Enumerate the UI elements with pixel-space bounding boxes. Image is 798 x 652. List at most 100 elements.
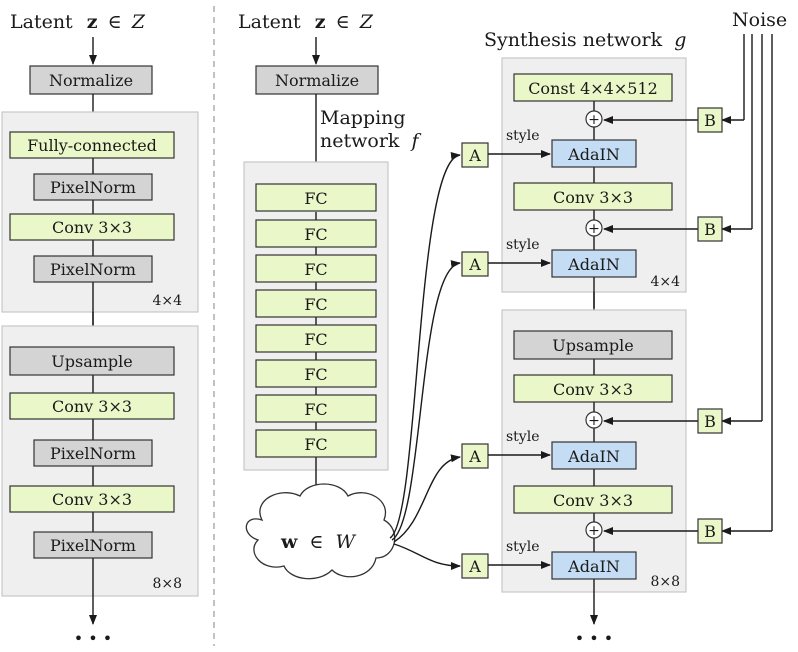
- mapping-label-line1: Mapping: [320, 107, 406, 129]
- synth-res-8x8: 8×8: [650, 574, 680, 590]
- left-pixelnorm-1-box: [33, 173, 153, 201]
- a-box-4: [461, 553, 489, 579]
- left-conv-1-box: [9, 213, 175, 241]
- w-to-a4-arrow: [393, 543, 461, 570]
- left-upsample-label: Upsample: [51, 352, 132, 371]
- style-label-4: style: [506, 539, 539, 555]
- a-label-3: A: [468, 447, 481, 466]
- w-to-a1-arrow: [389, 152, 461, 539]
- adain-4-box: [551, 551, 637, 580]
- fc-box: [255, 429, 377, 458]
- left-pixelnorm-4-box: [33, 531, 153, 559]
- w-to-a3-arrow: [393, 454, 461, 543]
- a-label-4: A: [468, 557, 481, 576]
- mapping-network: Latent z ∈ Z Normalize Mapping network f…: [238, 11, 421, 580]
- adain-1-box: [551, 139, 637, 168]
- a-box-2: [461, 251, 489, 277]
- a-box-3: [461, 443, 489, 469]
- w-label: w ∈ W: [280, 531, 357, 553]
- synthesis-title: Synthesis network g: [484, 29, 686, 51]
- adain-4-label: AdaIN: [567, 557, 620, 576]
- style-label-3: style: [506, 429, 539, 445]
- left-latent-label: Latent z ∈ Z: [10, 11, 146, 33]
- mapping-normalize-label: Normalize: [275, 71, 359, 90]
- left-pixelnorm-3-box: [33, 439, 153, 467]
- adain-1-label: AdaIN: [567, 145, 620, 164]
- synth-conv-2-label: Conv 3×3: [553, 380, 633, 399]
- b-label-2: B: [704, 220, 716, 239]
- left-res-4x4: 4×4: [152, 293, 182, 309]
- b-label-4: B: [704, 522, 716, 541]
- fc-stack: FC FC FC FC FC FC FC FC: [255, 183, 377, 458]
- w-to-style-connections: [389, 152, 461, 570]
- noise-add-3-symbol: +: [588, 413, 600, 429]
- fc-label: FC: [304, 189, 327, 208]
- left-pixelnorm-3-label: PixelNorm: [50, 444, 136, 463]
- left-pixelnorm-1-label: PixelNorm: [50, 178, 136, 197]
- left-normalize-box: [29, 65, 153, 95]
- left-conv-3-label: Conv 3×3: [52, 490, 132, 509]
- fc-label: FC: [304, 330, 327, 349]
- left-normalize-label: Normalize: [49, 71, 133, 90]
- left-fully-connected-label: Fully-connected: [27, 136, 157, 155]
- fc-label: FC: [304, 400, 327, 419]
- synth-conv-3-label: Conv 3×3: [553, 491, 633, 510]
- left-res-8x8: 8×8: [152, 576, 182, 592]
- a-box-1: [461, 142, 489, 168]
- synth-res-4x4: 4×4: [650, 274, 680, 290]
- noise-add-4-symbol: +: [588, 523, 600, 539]
- synth-conv-1-label: Conv 3×3: [553, 188, 633, 207]
- synth-conv-3-box: [513, 485, 673, 514]
- noise-add-2: [585, 219, 603, 237]
- left-pixelnorm-4-label: PixelNorm: [50, 536, 136, 555]
- const-box: [513, 73, 673, 102]
- synth-ellipsis: • • •: [575, 629, 613, 648]
- noise-add-1-symbol: +: [588, 112, 600, 128]
- adain-3-label: AdaIN: [567, 447, 620, 466]
- b-label-1: B: [704, 111, 716, 130]
- synth-upsample-box: [513, 330, 673, 360]
- style-label-2: style: [506, 237, 539, 253]
- noise-add-4: [585, 521, 603, 539]
- fc-label: FC: [304, 295, 327, 314]
- synth-conv-2-box: [513, 374, 673, 403]
- left-ellipsis: • • •: [74, 629, 112, 648]
- noise-label: Noise: [732, 9, 787, 31]
- adain-3-box: [551, 441, 637, 470]
- b-box-4: [697, 518, 723, 544]
- left-pixelnorm-2-box: [33, 255, 153, 283]
- a-label-1: A: [468, 146, 481, 165]
- noise-add-1: [585, 110, 603, 128]
- a-label-2: A: [468, 255, 481, 274]
- fc-box: [255, 324, 377, 353]
- fc-box: [255, 289, 377, 318]
- synthesis-network: Synthesis network g Noise Const 4×4×512 …: [461, 9, 787, 648]
- w-to-a2-arrow: [391, 260, 461, 541]
- b-box-3: [697, 408, 723, 434]
- left-pixelnorm-2-label: PixelNorm: [50, 260, 136, 279]
- const-label: Const 4×4×512: [528, 79, 658, 98]
- mapping-label-line2: network f: [320, 130, 421, 152]
- adain-2-label: AdaIN: [567, 255, 620, 274]
- noise-add-3: [585, 411, 603, 429]
- traditional-generator: Latent z ∈ Z Normalize Fully-connected P…: [1, 11, 199, 648]
- fc-box: [255, 183, 377, 212]
- mapping-normalize-box: [255, 65, 379, 95]
- noise-add-2-symbol: +: [588, 221, 600, 237]
- w-cloud: [245, 483, 396, 580]
- fc-label: FC: [304, 365, 327, 384]
- fc-box: [255, 359, 377, 388]
- fc-box: [255, 254, 377, 283]
- b-label-3: B: [704, 412, 716, 431]
- left-conv-3-box: [9, 485, 175, 513]
- left-conv-2-label: Conv 3×3: [52, 397, 132, 416]
- fc-label: FC: [304, 435, 327, 454]
- style-label-1: style: [506, 128, 539, 144]
- synth-upsample-label: Upsample: [552, 336, 633, 355]
- left-conv-2-box: [9, 392, 175, 420]
- noise-lines: [721, 34, 773, 535]
- left-conv-1-label: Conv 3×3: [52, 218, 132, 237]
- fc-label: FC: [304, 225, 327, 244]
- b-box-2: [697, 216, 723, 242]
- left-fully-connected-box: [9, 131, 175, 159]
